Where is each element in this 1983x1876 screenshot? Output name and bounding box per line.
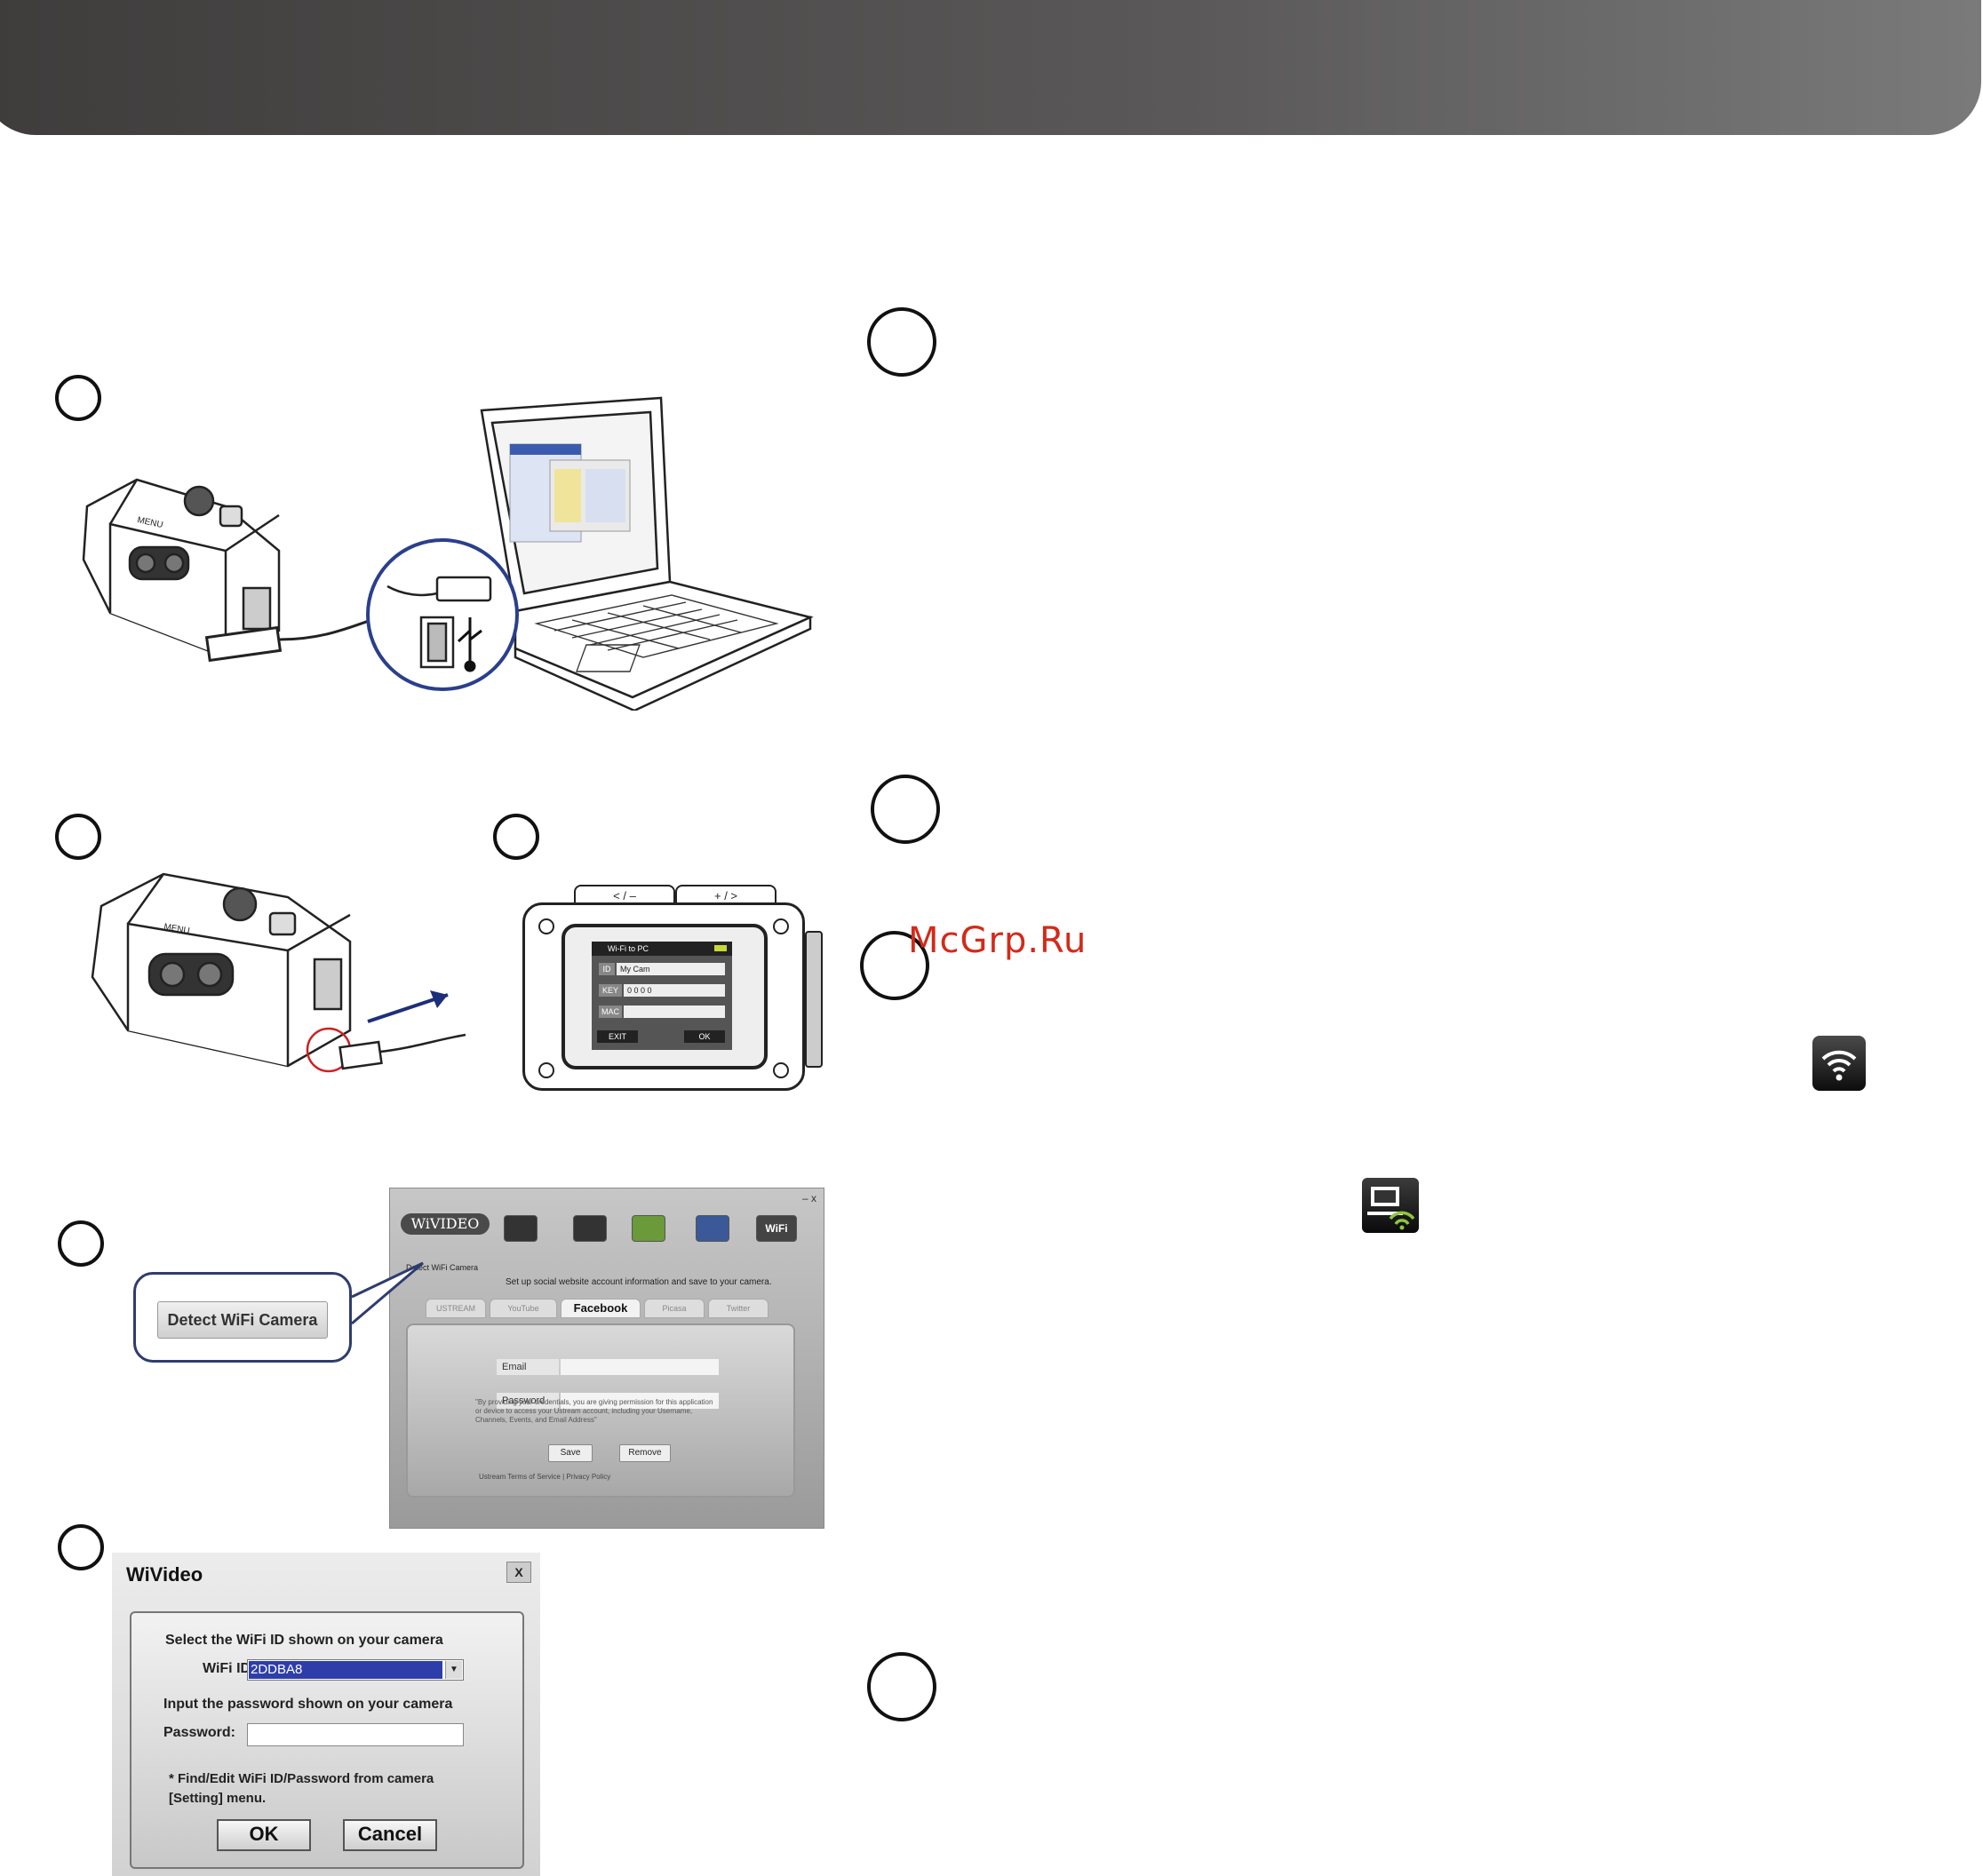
account-panel: Email Password	[406, 1324, 795, 1498]
note-line-1: * Find/Edit WiFi ID/Password from camera	[169, 1771, 434, 1786]
step-circle-left-1	[55, 375, 101, 421]
ok-label: OK	[684, 1030, 725, 1043]
step-circle-right-3	[860, 931, 929, 1000]
camera-side-grip	[805, 931, 823, 1068]
permission-note: "By providing your credentials, you are …	[475, 1398, 713, 1424]
email-field[interactable]	[561, 1359, 719, 1375]
password-label: Password:	[163, 1725, 235, 1740]
camera-cable-illustration: MENU	[91, 872, 466, 1073]
setup-hint: Set up social website account informatio…	[506, 1277, 772, 1287]
dialog-body: Select the WiFi ID shown on your camera …	[130, 1611, 524, 1869]
step-circle-right-1	[867, 307, 936, 377]
password-row: Password	[497, 1393, 719, 1409]
remove-button[interactable]: Remove	[619, 1444, 671, 1462]
tab-facebook[interactable]: Facebook	[561, 1299, 641, 1318]
camera-laptop-illustration: MENU	[82, 396, 814, 711]
watermark: McGrp.Ru	[908, 920, 1087, 961]
camera-menu-label-2: MENU	[163, 922, 190, 936]
header-bar	[0, 0, 1981, 135]
tab-ustream[interactable]: USTREAM	[426, 1299, 486, 1318]
screw-2	[773, 918, 789, 934]
password-field[interactable]	[561, 1393, 719, 1409]
close-icon[interactable]: X	[506, 1562, 531, 1583]
id-value: My Cam	[617, 963, 725, 975]
select-wifi-text: Select the WiFi ID shown on your camera	[165, 1633, 443, 1648]
tab-youtube[interactable]: YouTube	[490, 1299, 557, 1318]
wifi-id-label: WiFi ID:	[203, 1661, 256, 1676]
detect-callout: Detect WiFi Camera	[133, 1272, 352, 1363]
mac-value	[624, 1006, 725, 1018]
tab-twitter[interactable]: Twitter	[708, 1299, 769, 1318]
wivideo-app-window: – x WiVIDEO WiFi Detect WiFi Camera Set …	[389, 1188, 824, 1529]
step-circle-left-2	[55, 814, 101, 860]
wifi-id-value: 2DDBA8	[249, 1661, 442, 1679]
battery-icon	[714, 945, 727, 951]
note-line-2: [Setting] menu.	[169, 1791, 267, 1806]
key-label: KEY	[599, 984, 622, 997]
step-circle-right-4	[867, 1652, 936, 1721]
window-controls[interactable]: – x	[801, 1192, 816, 1204]
step-circle-right-2	[871, 775, 940, 844]
id-label: ID	[599, 963, 615, 975]
terms-links[interactable]: Ustream Terms of Service | Privacy Polic…	[479, 1473, 611, 1481]
usb-icon	[457, 617, 482, 672]
social-icon[interactable]	[696, 1215, 729, 1242]
social-tabs: USTREAM YouTube Facebook Picasa Twitter	[426, 1299, 816, 1318]
tab-picasa[interactable]: Picasa	[644, 1299, 705, 1318]
ok-button[interactable]: OK	[217, 1819, 311, 1851]
transfer-icon[interactable]	[504, 1215, 538, 1242]
wivideo-logo: WiVIDEO	[401, 1213, 490, 1235]
camera-back-illustration: < / – + / > Wi-Fi to PC ID My Cam KEY 0 …	[522, 885, 828, 1094]
callout-pointer	[351, 1261, 424, 1325]
screw-1	[538, 918, 554, 934]
upload-icon[interactable]	[632, 1215, 665, 1242]
detect-wifi-link[interactable]: Detect WiFi Camera	[406, 1263, 479, 1272]
camera-pc-icon[interactable]	[573, 1215, 607, 1242]
input-password-text: Input the password shown on your camera	[163, 1697, 453, 1712]
pc-wifi-icon	[1362, 1178, 1419, 1233]
chevron-down-icon[interactable]: ▼	[445, 1661, 462, 1679]
wifi-icon	[1812, 1036, 1866, 1091]
mac-label: MAC	[599, 1006, 622, 1018]
exit-label: EXIT	[597, 1030, 638, 1043]
save-button[interactable]: Save	[548, 1444, 593, 1462]
wivideo-dialog: WiVideo X Select the WiFi ID shown on yo…	[112, 1553, 540, 1876]
step-circle-left-3	[493, 814, 539, 860]
wifi-badge-icon[interactable]: WiFi	[756, 1215, 797, 1242]
screw-4	[773, 1062, 789, 1078]
password-label: Password	[497, 1393, 559, 1409]
cancel-button[interactable]: Cancel	[343, 1819, 437, 1851]
camera-lcd-title: Wi-Fi to PC	[592, 942, 732, 956]
step-circle-left-4	[58, 1220, 104, 1267]
email-row: Email	[497, 1359, 719, 1375]
wifi-id-select[interactable]: 2DDBA8 ▼	[247, 1659, 464, 1681]
email-label: Email	[497, 1359, 559, 1375]
camera-lcd: Wi-Fi to PC ID My Cam KEY 0 0 0 0 MAC EX…	[592, 942, 732, 1050]
password-input[interactable]	[247, 1723, 464, 1746]
detect-wifi-camera-button[interactable]: Detect WiFi Camera	[157, 1301, 328, 1339]
step-circle-left-5	[58, 1524, 104, 1570]
screw-3	[538, 1062, 554, 1078]
key-value: 0 0 0 0	[624, 984, 725, 997]
dialog-title: WiVideo	[126, 1563, 203, 1586]
